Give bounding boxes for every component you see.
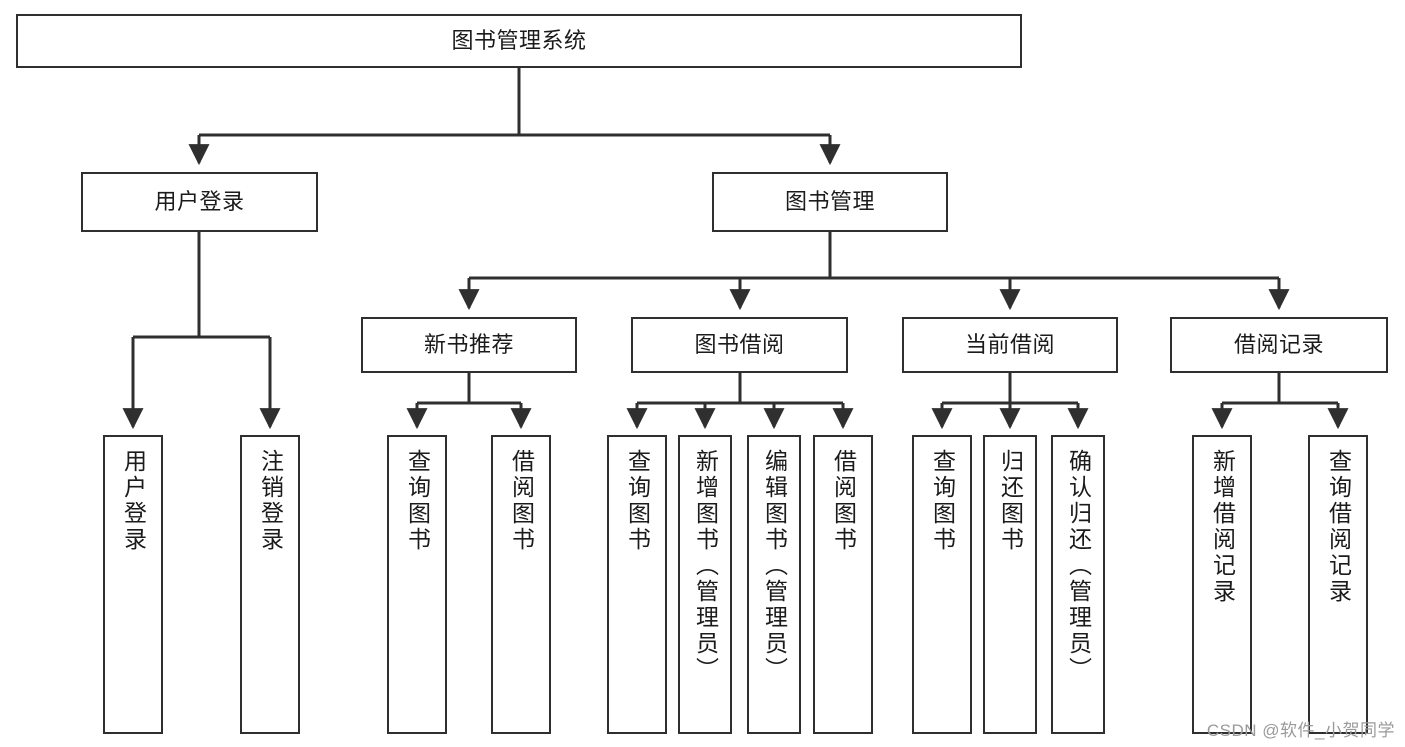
node-label: 借阅图书: [830, 449, 857, 553]
node-label: 新增图书（管理员）: [692, 449, 719, 683]
node-label: 归还图书: [997, 449, 1024, 553]
node-label: 当前借阅: [964, 331, 1055, 357]
leaf-add-borrow-record[interactable]: 新增借阅记录: [1192, 435, 1252, 734]
node-borrow-records[interactable]: 借阅记录: [1170, 317, 1388, 373]
leaf-query-book-new[interactable]: 查询图书: [387, 435, 447, 734]
node-new-book-recommend[interactable]: 新书推荐: [361, 317, 577, 373]
node-label: 编辑图书（管理员）: [761, 449, 788, 683]
node-label: 新增借阅记录: [1209, 449, 1236, 605]
leaf-query-book-borrow[interactable]: 查询图书: [607, 435, 667, 734]
node-book-management[interactable]: 图书管理: [712, 172, 948, 232]
node-label: 注销登录: [257, 449, 284, 553]
node-label: 借阅图书: [508, 449, 535, 553]
leaf-user-login[interactable]: 用户登录: [103, 435, 163, 734]
node-label: 查询图书: [929, 449, 956, 553]
leaf-confirm-return-admin[interactable]: 确认归还（管理员）: [1051, 435, 1105, 734]
node-label: 用户登录: [120, 449, 147, 553]
node-label: 图书管理系统: [451, 27, 587, 53]
node-label: 用户登录: [154, 188, 245, 214]
leaf-borrow-book-new[interactable]: 借阅图书: [491, 435, 551, 734]
leaf-edit-book-admin[interactable]: 编辑图书（管理员）: [747, 435, 801, 734]
node-label: 借阅记录: [1233, 331, 1324, 357]
leaf-query-book-current[interactable]: 查询图书: [912, 435, 972, 734]
node-label: 图书管理: [784, 188, 875, 214]
leaf-return-book[interactable]: 归还图书: [983, 435, 1037, 734]
node-label: 新书推荐: [423, 331, 514, 357]
node-label: 图书借阅: [694, 331, 785, 357]
leaf-add-book-admin[interactable]: 新增图书（管理员）: [678, 435, 732, 734]
node-user-login[interactable]: 用户登录: [81, 172, 318, 232]
node-label: 查询图书: [404, 449, 431, 553]
node-label: 查询借阅记录: [1325, 449, 1352, 605]
node-label: 查询图书: [624, 449, 651, 553]
leaf-user-logout[interactable]: 注销登录: [240, 435, 300, 734]
node-root-system[interactable]: 图书管理系统: [16, 14, 1022, 68]
leaf-query-borrow-record[interactable]: 查询借阅记录: [1308, 435, 1368, 734]
node-label: 确认归还（管理员）: [1065, 449, 1092, 683]
node-book-borrow[interactable]: 图书借阅: [631, 317, 848, 373]
leaf-borrow-book[interactable]: 借阅图书: [813, 435, 873, 734]
node-current-borrow[interactable]: 当前借阅: [902, 317, 1118, 373]
